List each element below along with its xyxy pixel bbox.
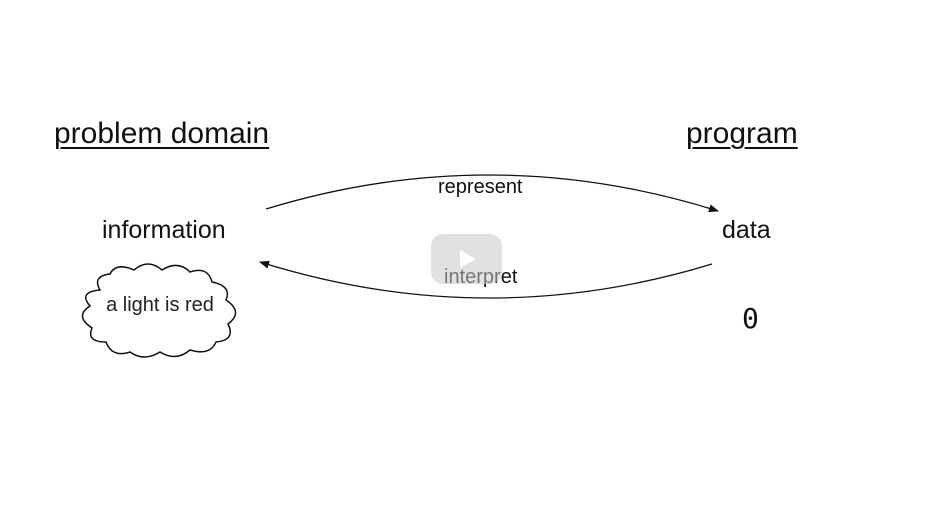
video-play-button[interactable]: [431, 234, 502, 284]
represent-label: represent: [438, 176, 523, 198]
play-icon: [460, 250, 476, 268]
program-heading: program: [686, 117, 798, 150]
data-label: data: [722, 216, 771, 244]
represent-arrow: [265, 174, 719, 213]
problem-domain-heading: problem domain: [54, 117, 270, 150]
data-value: 0: [742, 302, 759, 335]
information-label: information: [102, 216, 226, 244]
interpret-arrow: [259, 260, 713, 299]
cloud-text: a light is red: [106, 294, 214, 316]
thought-cloud: [81, 263, 237, 358]
